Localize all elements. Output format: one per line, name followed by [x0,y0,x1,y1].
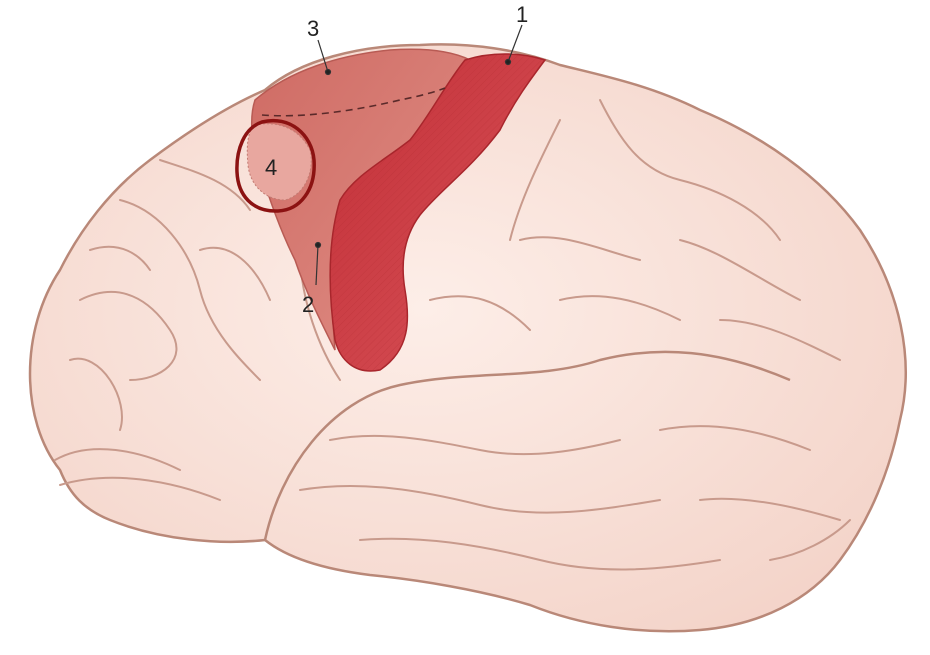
sulci [54,99,851,571]
label-1: 1 [516,2,528,27]
lateral-fissure [263,350,791,541]
region-4-highlight-circle [235,118,316,213]
label-3: 3 [307,16,319,41]
leader-lines [314,24,523,286]
label-4: 4 [265,155,277,180]
brain-outline [28,43,907,633]
region-4 [246,123,312,201]
label-2: 2 [302,292,314,317]
region-boundary-dashed [261,87,446,117]
region-1-texture [330,54,545,371]
